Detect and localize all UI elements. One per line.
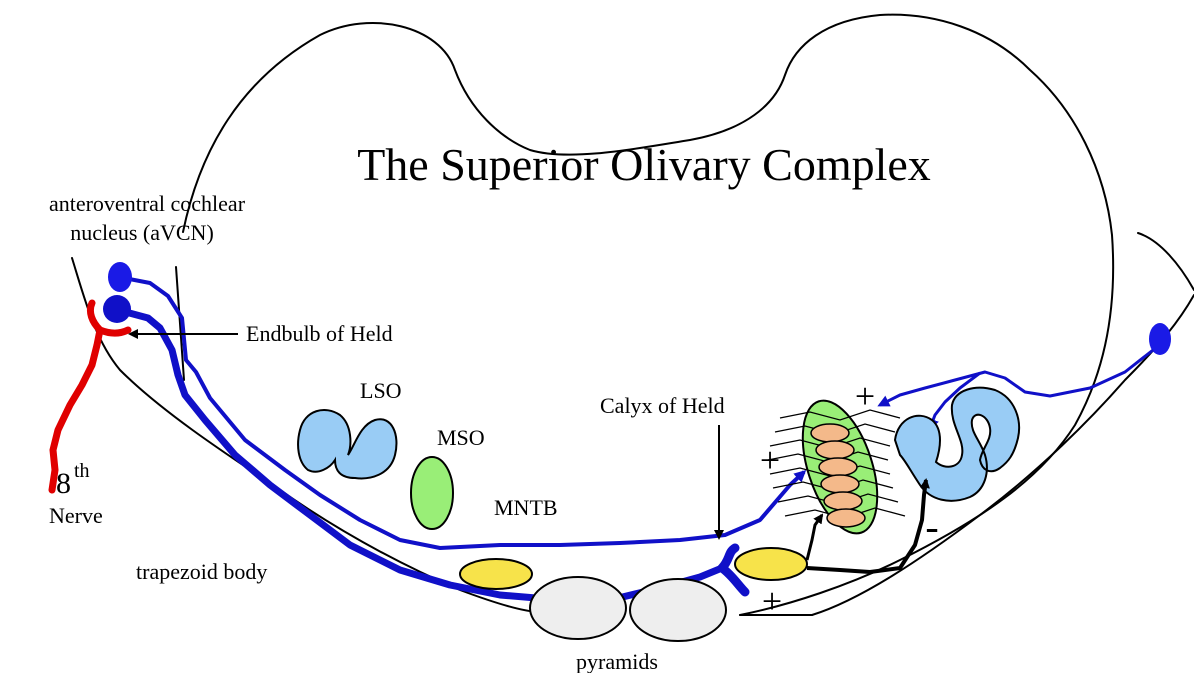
avcn-label-line1: anteroventral cochlear	[49, 191, 246, 216]
mso-nucleus	[411, 457, 453, 529]
diagram-title: The Superior Olivary Complex	[357, 139, 931, 190]
nerve-label: Nerve	[49, 503, 103, 528]
pyramids-label: pyramids	[576, 649, 658, 673]
mntb-to-mso-axon	[807, 515, 822, 560]
right-edge-contour	[1138, 233, 1194, 290]
lso-left-nucleus	[298, 410, 396, 478]
mntb-right-nucleus	[735, 548, 807, 580]
contralateral-axon	[880, 350, 1153, 405]
mso-label: MSO	[437, 425, 485, 450]
avcn-cell-lower	[103, 295, 131, 323]
trapezoid-body-label: trapezoid body	[136, 559, 267, 584]
endbulb-label: Endbulb of Held	[246, 321, 393, 346]
lso-label: LSO	[360, 378, 402, 403]
excitatory-sign-left: +	[760, 440, 780, 480]
excitatory-sign-top: +	[855, 376, 875, 416]
avcn-cell-upper	[108, 262, 132, 292]
calyx-label: Calyx of Held	[600, 393, 725, 418]
thick-axon-to-mntb	[118, 310, 722, 600]
mntb-label: MNTB	[494, 495, 558, 520]
avcn-label-line2: nucleus (aVCN)	[70, 220, 214, 245]
pyramid-right	[630, 579, 726, 641]
pyramid-left	[530, 577, 626, 639]
lso-right-nucleus	[895, 388, 1019, 501]
inhibitory-sign: -	[925, 504, 938, 549]
nerve-superscript: th	[74, 460, 90, 482]
nerve-number: 8	[56, 467, 71, 500]
excitatory-sign-bottom: +	[762, 581, 782, 621]
mntb-left-nucleus	[460, 559, 532, 589]
